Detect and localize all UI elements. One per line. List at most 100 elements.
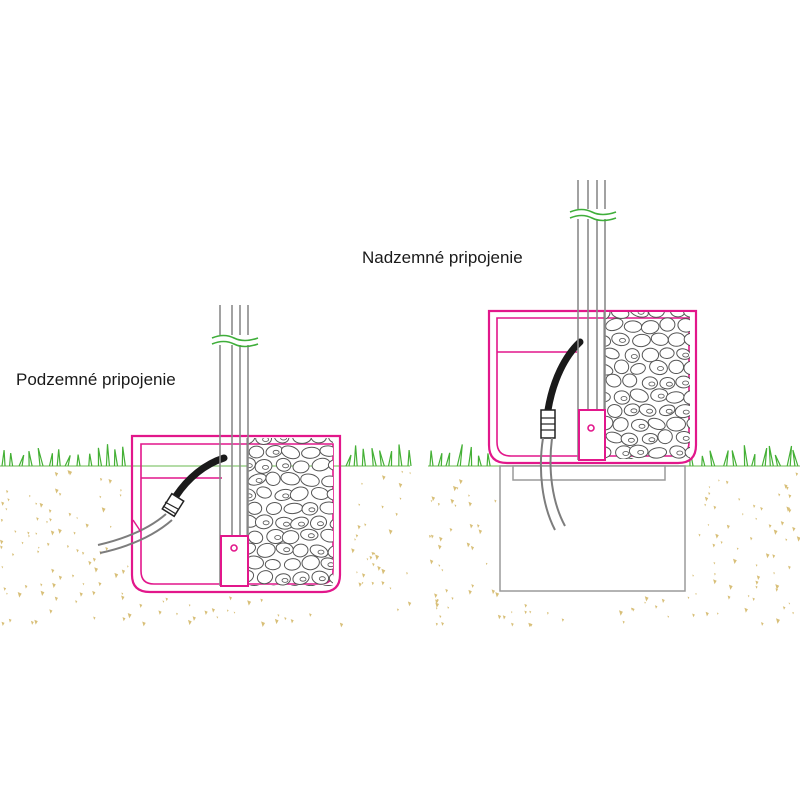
- soil-speck: [468, 501, 472, 507]
- grass-blade: [48, 453, 54, 467]
- soil-speck: [712, 543, 716, 548]
- soil-speck: [165, 597, 169, 602]
- soil-speck: [468, 494, 470, 497]
- soil-speck: [765, 553, 770, 559]
- stone-detail: [630, 354, 638, 359]
- stone: [630, 363, 646, 375]
- soil-speck: [1, 501, 5, 506]
- soil-speck: [54, 596, 58, 602]
- soil-speck: [369, 555, 373, 560]
- grass-blade: [468, 446, 473, 467]
- soil-speck: [451, 597, 454, 601]
- soil-speck: [788, 602, 791, 605]
- soil-speck: [727, 595, 731, 600]
- soil-speck: [188, 619, 192, 626]
- grass-blade: [731, 450, 738, 467]
- grass-blade: [88, 453, 93, 467]
- soil-speck: [428, 535, 432, 539]
- soil-speck: [284, 617, 287, 621]
- soil-speck: [768, 524, 772, 529]
- foundation-block: [499, 465, 686, 592]
- soil-speck: [362, 573, 366, 578]
- soil-speck: [127, 565, 129, 568]
- soil-speck: [388, 529, 393, 535]
- pole-bracket: [578, 409, 606, 461]
- soil-speck: [17, 592, 22, 598]
- soil-speck: [3, 587, 7, 591]
- soil-speck: [495, 592, 500, 598]
- stone: [218, 488, 237, 502]
- stone: [614, 359, 630, 375]
- stone: [620, 457, 638, 459]
- stone: [247, 501, 263, 515]
- soil-speck: [456, 487, 459, 490]
- grass-blade: [361, 448, 366, 467]
- soil-speck: [437, 502, 440, 506]
- stone: [605, 318, 624, 332]
- soil-speck: [76, 549, 79, 553]
- grass-blade: [113, 449, 119, 467]
- grass: [1, 444, 799, 467]
- soil-speck: [354, 538, 356, 541]
- soil-speck: [40, 583, 43, 587]
- soil-speck: [373, 552, 376, 556]
- soil-speck: [27, 531, 30, 535]
- soil-speck: [260, 598, 264, 603]
- stone: [248, 445, 265, 459]
- soil-speck: [429, 559, 434, 565]
- soil-speck: [704, 503, 707, 507]
- grass-blade: [353, 445, 358, 467]
- soil-speck: [430, 500, 433, 503]
- soil-speck: [82, 582, 85, 586]
- stone-detail: [308, 507, 316, 513]
- soil-speck: [622, 620, 625, 624]
- soil-speck: [79, 592, 83, 597]
- soil-speck: [497, 614, 502, 620]
- soil-speck: [37, 550, 40, 554]
- soil-speck: [441, 622, 444, 626]
- grass-blade: [345, 454, 352, 467]
- soil-speck: [466, 542, 471, 548]
- stone: [686, 417, 690, 431]
- stone-detail: [281, 578, 289, 583]
- soil-speck: [436, 598, 439, 602]
- stone: [334, 558, 354, 573]
- stone-detail: [628, 437, 635, 443]
- stone: [649, 359, 668, 376]
- stone: [289, 486, 309, 502]
- soil-speck: [752, 597, 755, 602]
- grass-blade: [1, 450, 6, 467]
- soil-speck: [773, 572, 775, 575]
- soil-speck: [30, 620, 34, 625]
- soil-speck: [5, 508, 8, 511]
- soil-speck: [494, 499, 497, 503]
- soil-speck: [382, 475, 386, 481]
- soil-speck: [0, 539, 4, 545]
- soil-speck: [233, 611, 236, 614]
- stone: [629, 312, 649, 318]
- soil-speck: [49, 518, 52, 522]
- stone: [247, 499, 248, 515]
- soil-speck: [728, 584, 733, 590]
- grass-blade: [709, 450, 716, 467]
- soil-speck: [372, 562, 375, 567]
- soil-speck: [58, 528, 62, 534]
- stone: [666, 416, 686, 432]
- stone: [301, 502, 319, 516]
- stone: [683, 332, 690, 347]
- stone-detail: [648, 381, 656, 387]
- stone: [329, 516, 333, 530]
- soil-speck: [619, 610, 623, 616]
- stone: [310, 487, 330, 500]
- soil-speck: [438, 544, 442, 550]
- soil-speck: [339, 622, 344, 628]
- stone-detail: [657, 393, 665, 399]
- grass-blade: [64, 455, 71, 467]
- soil-speck: [39, 502, 44, 508]
- soil-speck: [71, 574, 75, 578]
- grass-blade: [9, 453, 14, 467]
- stone: [659, 347, 675, 360]
- underground-connection-label: Podzemné pripojenie: [16, 370, 176, 389]
- soil-speck: [14, 530, 17, 534]
- stone: [256, 486, 272, 499]
